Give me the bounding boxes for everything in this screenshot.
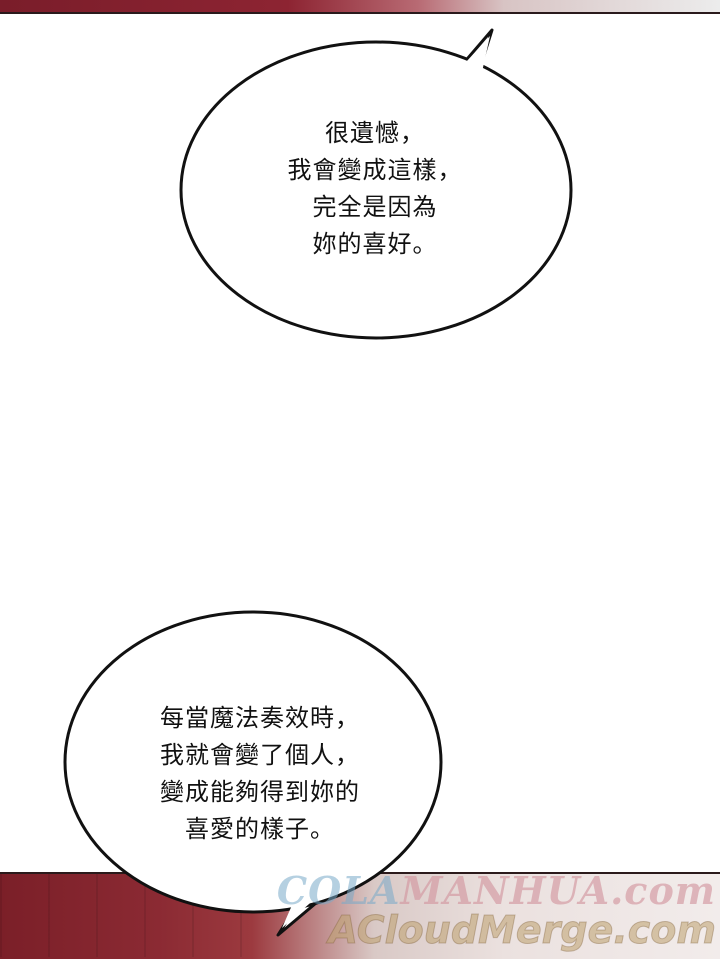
top-panel-edge (0, 0, 720, 12)
speech-bubble-2 (63, 610, 443, 914)
bubble-2-line-4: 喜愛的樣子。 (185, 815, 335, 843)
bubble-1-line-3: 完全是因為 (312, 193, 438, 221)
bubble-1-line-2: 我會變成這樣， (287, 156, 463, 184)
watermark-colamanhua-prefix: COLA (276, 868, 401, 913)
bubble-1-line-1: 很遺憾， (325, 119, 425, 147)
watermark-colamanhua-suffix: MANHUA.com (400, 868, 716, 913)
bubble-1-line-4: 妳的喜好。 (312, 230, 438, 258)
panel-border-top (0, 12, 720, 14)
watermark-acloudmerge: ACloudMerge.com (328, 908, 716, 953)
bubble-2-line-1: 每當魔法奏效時， (160, 704, 360, 732)
bubble-2-line-3: 變成能夠得到妳的 (160, 778, 360, 806)
bubble-2-line-2: 我就會變了個人， (160, 741, 360, 769)
speech-bubble-1-text: 很遺憾， 我會變成這樣， 完全是因為 妳的喜好。 (235, 115, 515, 263)
speech-bubble-1 (179, 40, 573, 340)
speech-bubble-2-text: 每當魔法奏效時， 我就會變了個人， 變成能夠得到妳的 喜愛的樣子。 (115, 700, 405, 848)
watermark-colamanhua: COLAMANHUA.com (277, 868, 716, 913)
